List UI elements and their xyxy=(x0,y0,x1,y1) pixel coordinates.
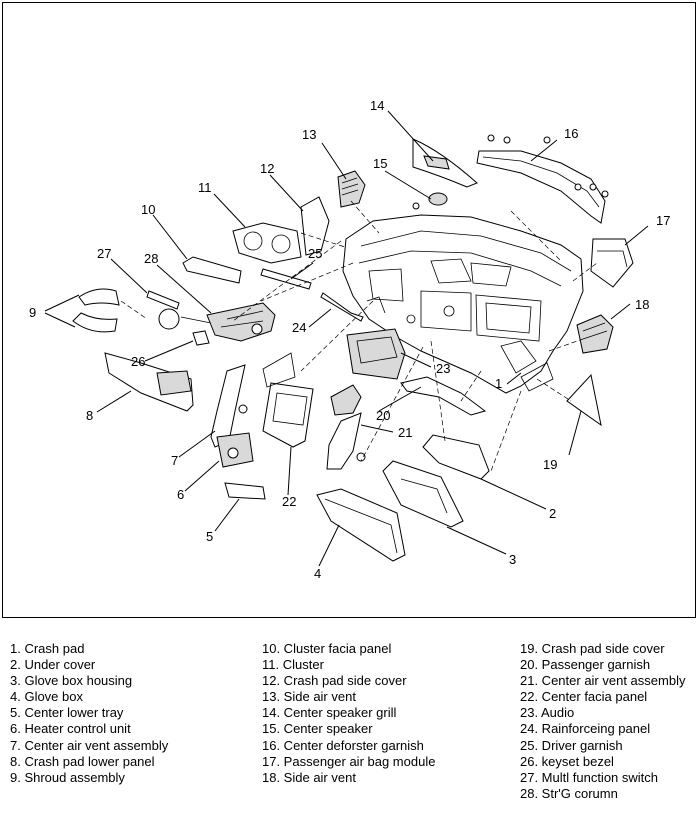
callout-27: 27 xyxy=(97,246,111,261)
legend-item-12: 12. Crash pad side cover xyxy=(262,673,407,689)
callout-4: 4 xyxy=(314,566,321,581)
legend-item-8: 8. Crash pad lower panel xyxy=(10,753,155,769)
heater-control-unit xyxy=(216,432,254,468)
legend-column-3: 19. Crash pad side cover 20. Passenger g… xyxy=(520,641,685,802)
legend-item-2: 2. Under cover xyxy=(10,657,96,673)
callout-12: 12 xyxy=(260,161,274,176)
callout-16: 16 xyxy=(564,126,578,141)
diagram-frame: 1 2 3 4 5 6 7 8 9 10 11 12 13 14 15 16 1… xyxy=(2,2,696,618)
shroud-assembly xyxy=(72,288,120,333)
callout-5: 5 xyxy=(206,529,213,544)
legend-item-20: 20. Passenger garnish xyxy=(520,657,651,673)
callout-1: 1 xyxy=(495,376,502,391)
callout-22: 22 xyxy=(282,494,296,509)
under-cover xyxy=(422,434,490,480)
center-speaker-grill xyxy=(412,138,478,188)
legend-item-26: 26. keyset bezel xyxy=(520,753,614,769)
legend-item-27: 27. Multl function switch xyxy=(520,769,659,785)
callout-3: 3 xyxy=(509,552,516,567)
callout-11: 11 xyxy=(198,180,212,195)
callout-numbers: 1 2 3 4 5 6 7 8 9 10 11 12 13 14 15 16 1… xyxy=(29,98,670,581)
crash-pad-lower-panel xyxy=(104,352,194,412)
callout-7: 7 xyxy=(171,453,178,468)
leader-lines xyxy=(44,110,649,567)
callout-19: 19 xyxy=(543,457,557,472)
callout-10: 10 xyxy=(141,202,155,217)
passenger-garnish xyxy=(400,376,487,416)
callout-18: 18 xyxy=(635,297,649,312)
callout-14: 14 xyxy=(370,98,384,113)
crash-pad-side-cover-right xyxy=(566,373,602,427)
legend-item-9: 9. Shroud assembly xyxy=(10,769,125,785)
audio xyxy=(346,328,406,380)
keyset-bezel xyxy=(192,330,210,346)
legend-item-7: 7. Center air vent assembly xyxy=(10,737,169,753)
legend-item-1: 1. Crash pad xyxy=(10,641,85,656)
callout-2: 2 xyxy=(549,506,556,521)
legend-item-17: 17. Passenger air bag module xyxy=(262,753,436,769)
legend-item-13: 13. Side air vent xyxy=(262,689,356,705)
steering-column xyxy=(206,302,276,342)
legend-item-25: 25. Driver garnish xyxy=(520,737,623,753)
center-speaker xyxy=(412,192,448,210)
crash-pad xyxy=(342,214,584,394)
legend-item-6: 6. Heater control unit xyxy=(10,721,131,737)
reinforcing-panel xyxy=(320,292,386,322)
exploded-dashboard-diagram: 1 2 3 4 5 6 7 8 9 10 11 12 13 14 15 16 1… xyxy=(29,98,670,581)
callout-8: 8 xyxy=(86,408,93,423)
legend-item-16: 16. Center deforster garnish xyxy=(262,737,424,753)
callout-24: 24 xyxy=(292,320,306,335)
legend-item-10: 10. Cluster facia panel xyxy=(262,641,392,656)
callout-28: 28 xyxy=(144,251,158,266)
center-lower-tray xyxy=(224,482,266,500)
callout-25: 25 xyxy=(308,246,322,261)
callout-15: 15 xyxy=(373,156,387,171)
glove-box-housing xyxy=(382,460,464,528)
callout-6: 6 xyxy=(177,487,184,502)
center-facia-panel xyxy=(262,352,314,448)
center-air-vent-right xyxy=(326,384,366,470)
callout-9: 9 xyxy=(29,305,36,320)
legend-item-24: 24. Rainforceing panel xyxy=(520,721,651,737)
legend-item-18: 18. Side air vent xyxy=(262,769,356,785)
callout-21: 21 xyxy=(398,425,412,440)
multi-function-switch xyxy=(146,290,212,330)
side-air-vent-left xyxy=(337,170,366,208)
glove-box xyxy=(316,488,406,562)
cluster-facia-panel xyxy=(182,256,242,284)
alignment-lines xyxy=(120,200,598,472)
legend-column-2: 10. Cluster facia panel 11. Cluster 12. … xyxy=(262,641,435,786)
cluster xyxy=(232,222,302,264)
legend-item-11: 11. Cluster xyxy=(262,657,324,673)
callout-20: 20 xyxy=(376,408,390,423)
legend-item-3: 3. Glove box housing xyxy=(10,673,133,689)
legend-item-4: 4. Glove box xyxy=(10,689,83,705)
callout-17: 17 xyxy=(656,213,670,228)
crash-pad-side-cover-left xyxy=(300,196,330,256)
side-air-vent-right xyxy=(576,314,614,354)
legend-column-1: 1. Crash pad 2. Under cover 3. Glove box… xyxy=(10,641,168,786)
passenger-air-bag-module xyxy=(590,238,634,288)
callout-23: 23 xyxy=(436,361,450,376)
callout-26: 26 xyxy=(131,354,145,369)
center-deforster-garnish xyxy=(476,134,609,224)
legend-item-23: 23. Audio xyxy=(520,705,575,721)
legend-item-14: 14. Center speaker grill xyxy=(262,705,397,721)
legend-item-22: 22. Center facia panel xyxy=(520,689,648,705)
legend-item-15: 15. Center speaker xyxy=(262,721,373,737)
legend-item-21: 21. Center air vent assembly xyxy=(520,673,686,689)
legend-item-28: 28. Str'G corumn xyxy=(520,785,618,801)
legend-item-5: 5. Center lower tray xyxy=(10,705,124,721)
driver-garnish xyxy=(260,268,312,290)
legend-item-19: 19. Crash pad side cover xyxy=(520,641,665,656)
callout-13: 13 xyxy=(302,127,316,142)
